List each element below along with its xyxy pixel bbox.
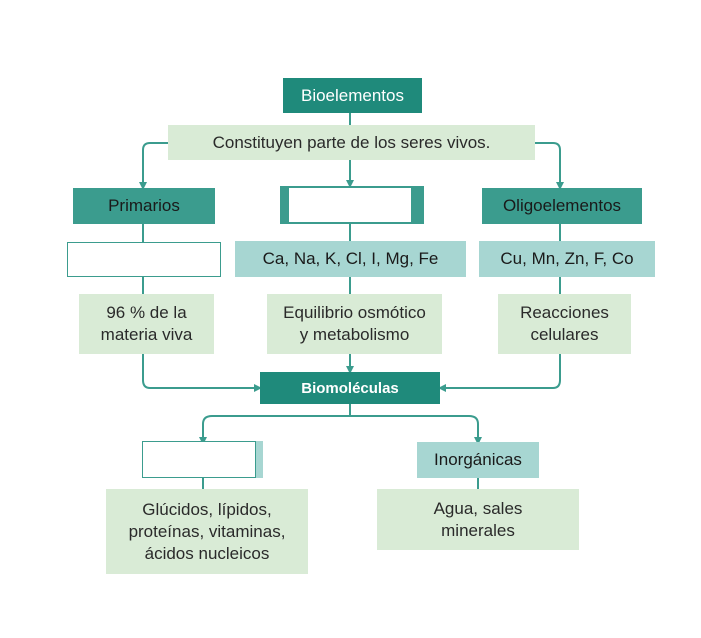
category-header-primarios: Primarios (73, 188, 215, 224)
hub-box: Biomoléculas (260, 372, 440, 404)
elements-box-primarios (67, 242, 221, 277)
hub-text: Biomoléculas (301, 379, 399, 397)
branch-header-inorganicas: Inorgánicas (417, 442, 539, 478)
category-header-blank (288, 187, 412, 223)
category-header-label: Primarios (108, 196, 180, 215)
branch-examples-text: Glúcidos, lípidos, proteínas, vitaminas,… (128, 499, 286, 563)
branch-header-blank (142, 441, 256, 478)
description-text: Equilibrio osmótico y metabolismo (283, 303, 426, 344)
branch-header-label: Inorgánicas (434, 450, 522, 469)
elements-box-oligoelementos: Cu, Mn, Zn, F, Co (479, 241, 655, 277)
description-text: Reacciones celulares (520, 303, 609, 344)
branch-examples-text: Agua, sales minerales (433, 498, 523, 540)
category-header-oligoelementos: Oligoelementos (482, 188, 642, 224)
elements-text: Cu, Mn, Zn, F, Co (500, 249, 634, 268)
branch-examples-left: Glúcidos, lípidos, proteínas, vitaminas,… (106, 489, 308, 574)
description-box-middle: Equilibrio osmótico y metabolismo (267, 294, 442, 354)
description-text: 96 % de la materia viva (100, 303, 193, 344)
description-box-primarios: 96 % de la materia viva (79, 294, 214, 354)
title-text: Bioelementos (300, 85, 404, 105)
subtitle-text: Constituyen parte de los seres vivos. (212, 132, 491, 152)
branch-header-left (142, 441, 263, 478)
category-header-label: Oligoelementos (502, 196, 622, 215)
title-box: Bioelementos (283, 78, 422, 113)
category-header-middle (280, 186, 424, 224)
elements-box-middle: Ca, Na, K, Cl, I, Mg, Fe (235, 241, 466, 277)
branch-examples-inorganicas: Agua, sales minerales (377, 489, 579, 550)
subtitle-box: Constituyen parte de los seres vivos. (168, 125, 535, 160)
elements-text: Ca, Na, K, Cl, I, Mg, Fe (262, 249, 439, 268)
description-box-oligoelementos: Reacciones celulares (498, 294, 631, 354)
